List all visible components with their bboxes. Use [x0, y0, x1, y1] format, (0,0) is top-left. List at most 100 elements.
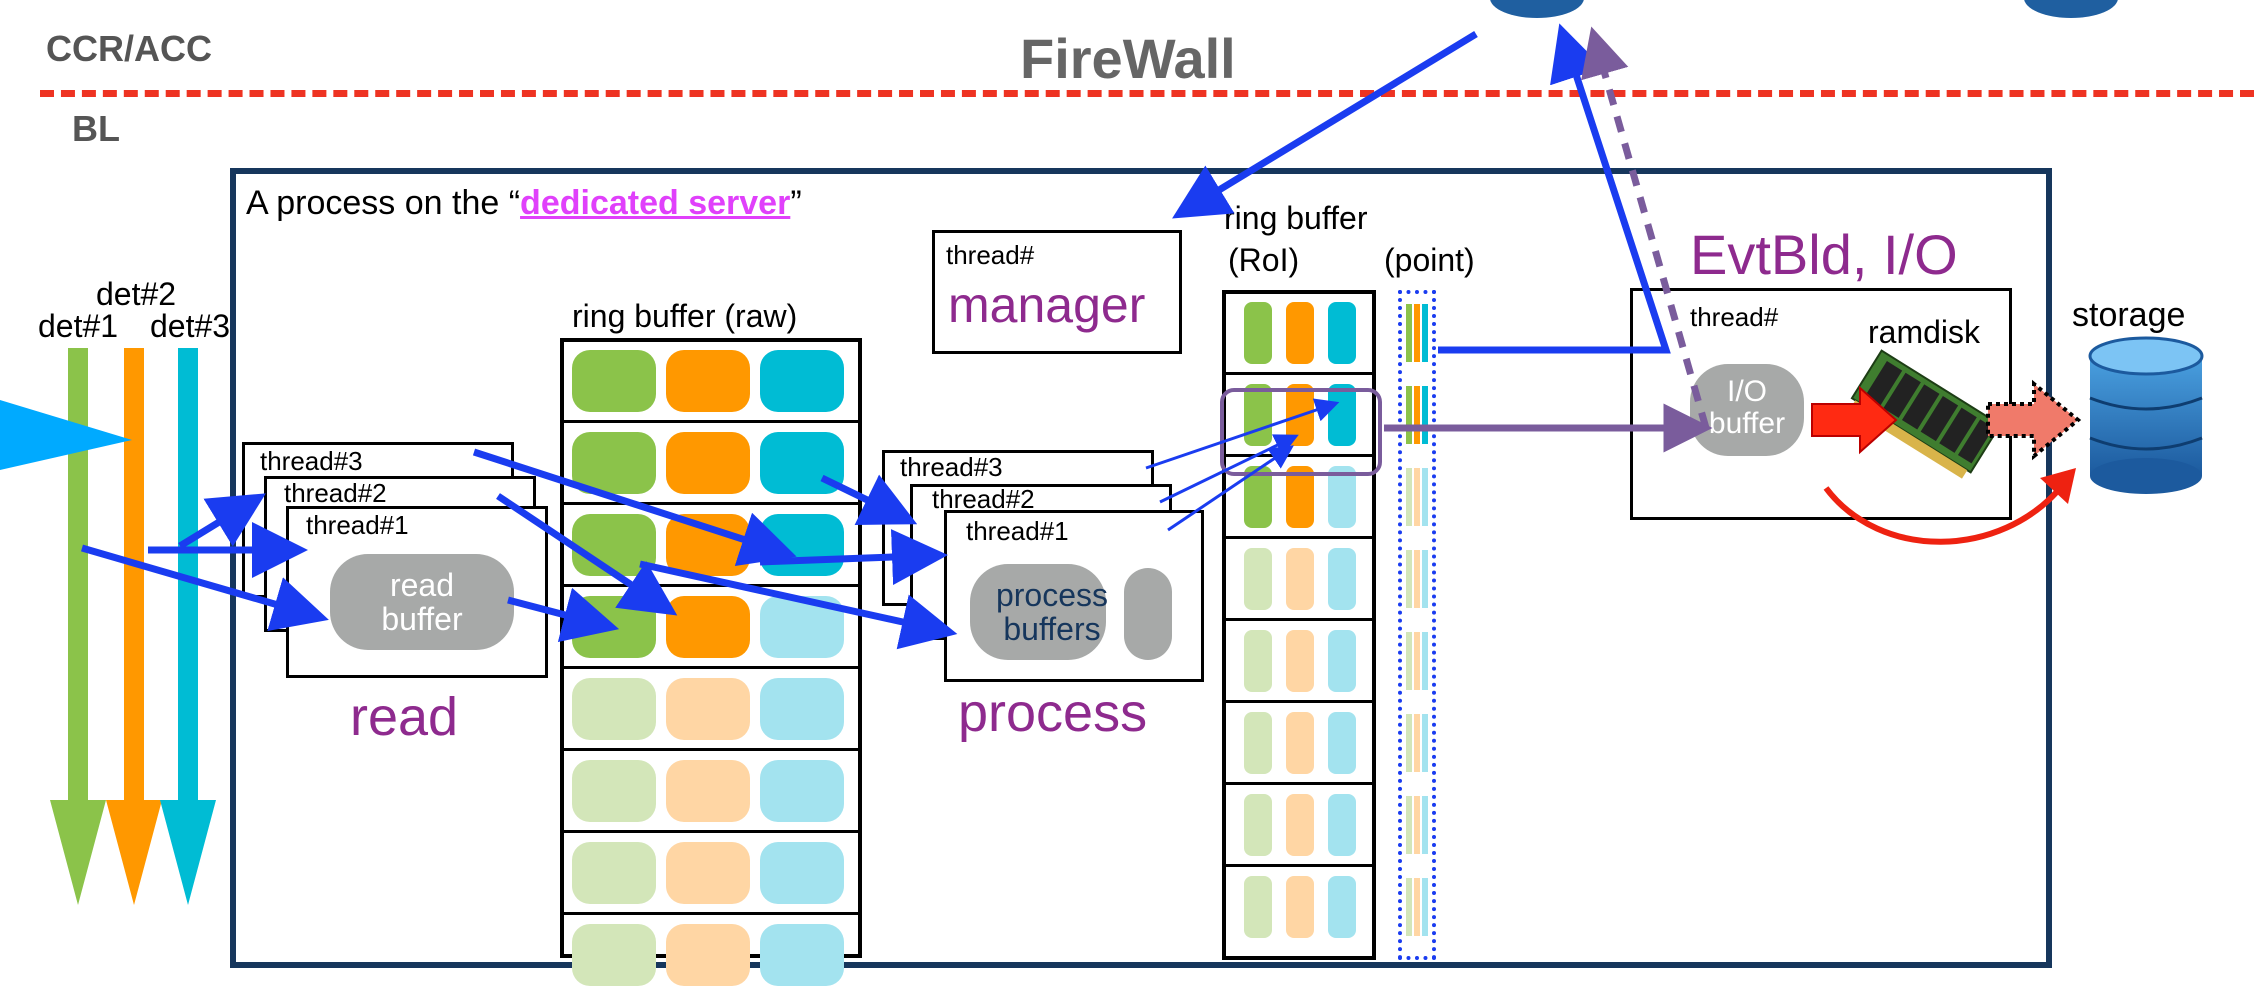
read-buffer: read buffer: [330, 554, 514, 650]
ring-roi-slot: [1244, 712, 1272, 774]
ring-point-slot: [1414, 714, 1420, 772]
io-buffer-line2: buffer: [1708, 407, 1786, 440]
read-thread3-label: thread#3: [260, 446, 363, 476]
ring-buffer-roi-subtitle: (RoI): [1228, 242, 1300, 278]
ring-roi-separator: [1224, 782, 1374, 785]
ring-roi-slot: [1328, 876, 1356, 938]
ring-roi-separator: [1224, 864, 1374, 867]
ring-buffer-point-subtitle: (point): [1384, 242, 1475, 278]
ring-point-slot: [1422, 550, 1428, 608]
read-to-raw-arrow-1: [472, 448, 797, 566]
evtbld-title: EvtBld, I/O: [1690, 223, 1958, 286]
storage-database-icon: [2088, 336, 2204, 494]
ring-point-slot: [1422, 878, 1428, 936]
ring-roi-slot: [1286, 712, 1314, 774]
ring-raw-slot: [666, 432, 750, 494]
raw-to-process-arrow-1: [820, 474, 918, 525]
ring-point-slot: [1422, 632, 1428, 690]
ring-roi-separator: [1224, 454, 1374, 457]
ring-roi-slot: [1328, 630, 1356, 692]
firewall-title: FireWall: [1020, 27, 1236, 90]
det2-stream: [124, 348, 144, 800]
ring-raw-separator: [562, 584, 860, 587]
ring-roi-slot: [1286, 466, 1314, 528]
read-thread2-label: thread#2: [284, 478, 387, 508]
ring-roi-separator: [1224, 536, 1374, 539]
ring-point-slot: [1422, 386, 1428, 444]
ring-roi-slot: [1286, 302, 1314, 364]
ring-roi-slot: [1286, 548, 1314, 610]
ring-raw-slot: [572, 678, 656, 740]
ring-roi-slot: [1244, 384, 1272, 446]
ring-point-slot: [1414, 878, 1420, 936]
det3-stream-head: [160, 800, 216, 905]
raw-to-process-arrow-2: [759, 529, 948, 586]
ring-roi-slot: [1244, 548, 1272, 610]
ring-point-slot: [1414, 386, 1420, 444]
caption-prefix: A process on the “: [246, 184, 521, 222]
read-thread1-label: thread#1: [306, 510, 409, 540]
ring-raw-slot: [572, 432, 656, 494]
read-to-raw-arrow-3: [507, 587, 620, 642]
process-buffer-tail: [1124, 568, 1172, 660]
ring-point-slot: [1414, 632, 1420, 690]
ring-raw-separator: [562, 912, 860, 915]
ring-raw-slot: [572, 842, 656, 904]
det-to-read-thread3-arrow: [178, 493, 266, 549]
det1-stream-head: [50, 800, 106, 905]
ring-raw-slot: [666, 350, 750, 412]
zone-label-bl: BL: [72, 108, 120, 149]
ring-roi-slot: [1286, 876, 1314, 938]
ring-point-slot: [1406, 550, 1412, 608]
det-to-read-thread1-arrow: [81, 544, 329, 632]
ring-point-slot: [1406, 714, 1412, 772]
process-to-roi-arrow-1: [1145, 398, 1340, 470]
ring-point-slot: [1406, 386, 1412, 444]
ring-roi-separator: [1224, 618, 1374, 621]
ring-point-slot: [1422, 796, 1428, 854]
roi-selection-highlight: [1220, 388, 1382, 476]
process-frame-caption: A process on the “dedicated server”: [246, 184, 802, 223]
ring-roi-slot: [1328, 302, 1356, 364]
ring-buffer-roi-title: ring buffer: [1224, 200, 1368, 236]
ring-roi-slot: [1328, 466, 1356, 528]
ring-roi-separator: [1224, 372, 1374, 375]
ring-roi-slot: [1244, 630, 1272, 692]
raw-to-process-arrow-3: [639, 560, 958, 650]
ring-raw-slot: [760, 842, 844, 904]
det1-label: det#1: [38, 308, 119, 344]
ring-point-slot: [1406, 468, 1412, 526]
ring-point-slot: [1414, 796, 1420, 854]
ramdisk-label: ramdisk: [1868, 314, 1981, 350]
det1-stream: [68, 348, 88, 800]
ring-raw-separator: [562, 666, 860, 669]
ring-point-slot: [1422, 468, 1428, 526]
process-to-roi-arrow-2: [1159, 434, 1299, 504]
database-icon-top-center: [1490, 0, 1584, 18]
ring-point-slot: [1422, 714, 1428, 772]
io-to-ramdisk-red-arrow: [1811, 385, 1898, 455]
caption-suffix: ”: [790, 184, 802, 222]
ring-roi-slot: [1244, 794, 1272, 856]
ring-point-slot: [1406, 878, 1412, 936]
process-buffers-line2: buffers: [1003, 611, 1101, 647]
ring-roi-slot: [1328, 712, 1356, 774]
process-thread2-label: thread#2: [932, 484, 1035, 514]
det2-stream-head: [106, 800, 162, 905]
read-to-raw-arrow-2: [496, 493, 678, 616]
ring-raw-slot: [666, 678, 750, 740]
ring-raw-slot: [666, 760, 750, 822]
ramdisk-memory-icon: [1850, 349, 2002, 479]
evtbld-thread-label: thread#: [1690, 302, 1779, 332]
read-stage-caption: read: [350, 687, 459, 747]
purple-flow-arrows: [1384, 26, 1713, 453]
io-buffer-line1: I/O: [1726, 375, 1767, 408]
ring-point-slot: [1414, 550, 1420, 608]
manager-thread-box: [932, 230, 1182, 354]
ramdisk-to-storage-arrow: [1986, 379, 2082, 461]
ring-raw-slot: [760, 760, 844, 822]
process-buffers-line1: process: [995, 577, 1109, 613]
manager-thread-label: thread#: [946, 240, 1035, 270]
ring-raw-separator: [562, 830, 860, 833]
ring-raw-slot: [760, 350, 844, 412]
